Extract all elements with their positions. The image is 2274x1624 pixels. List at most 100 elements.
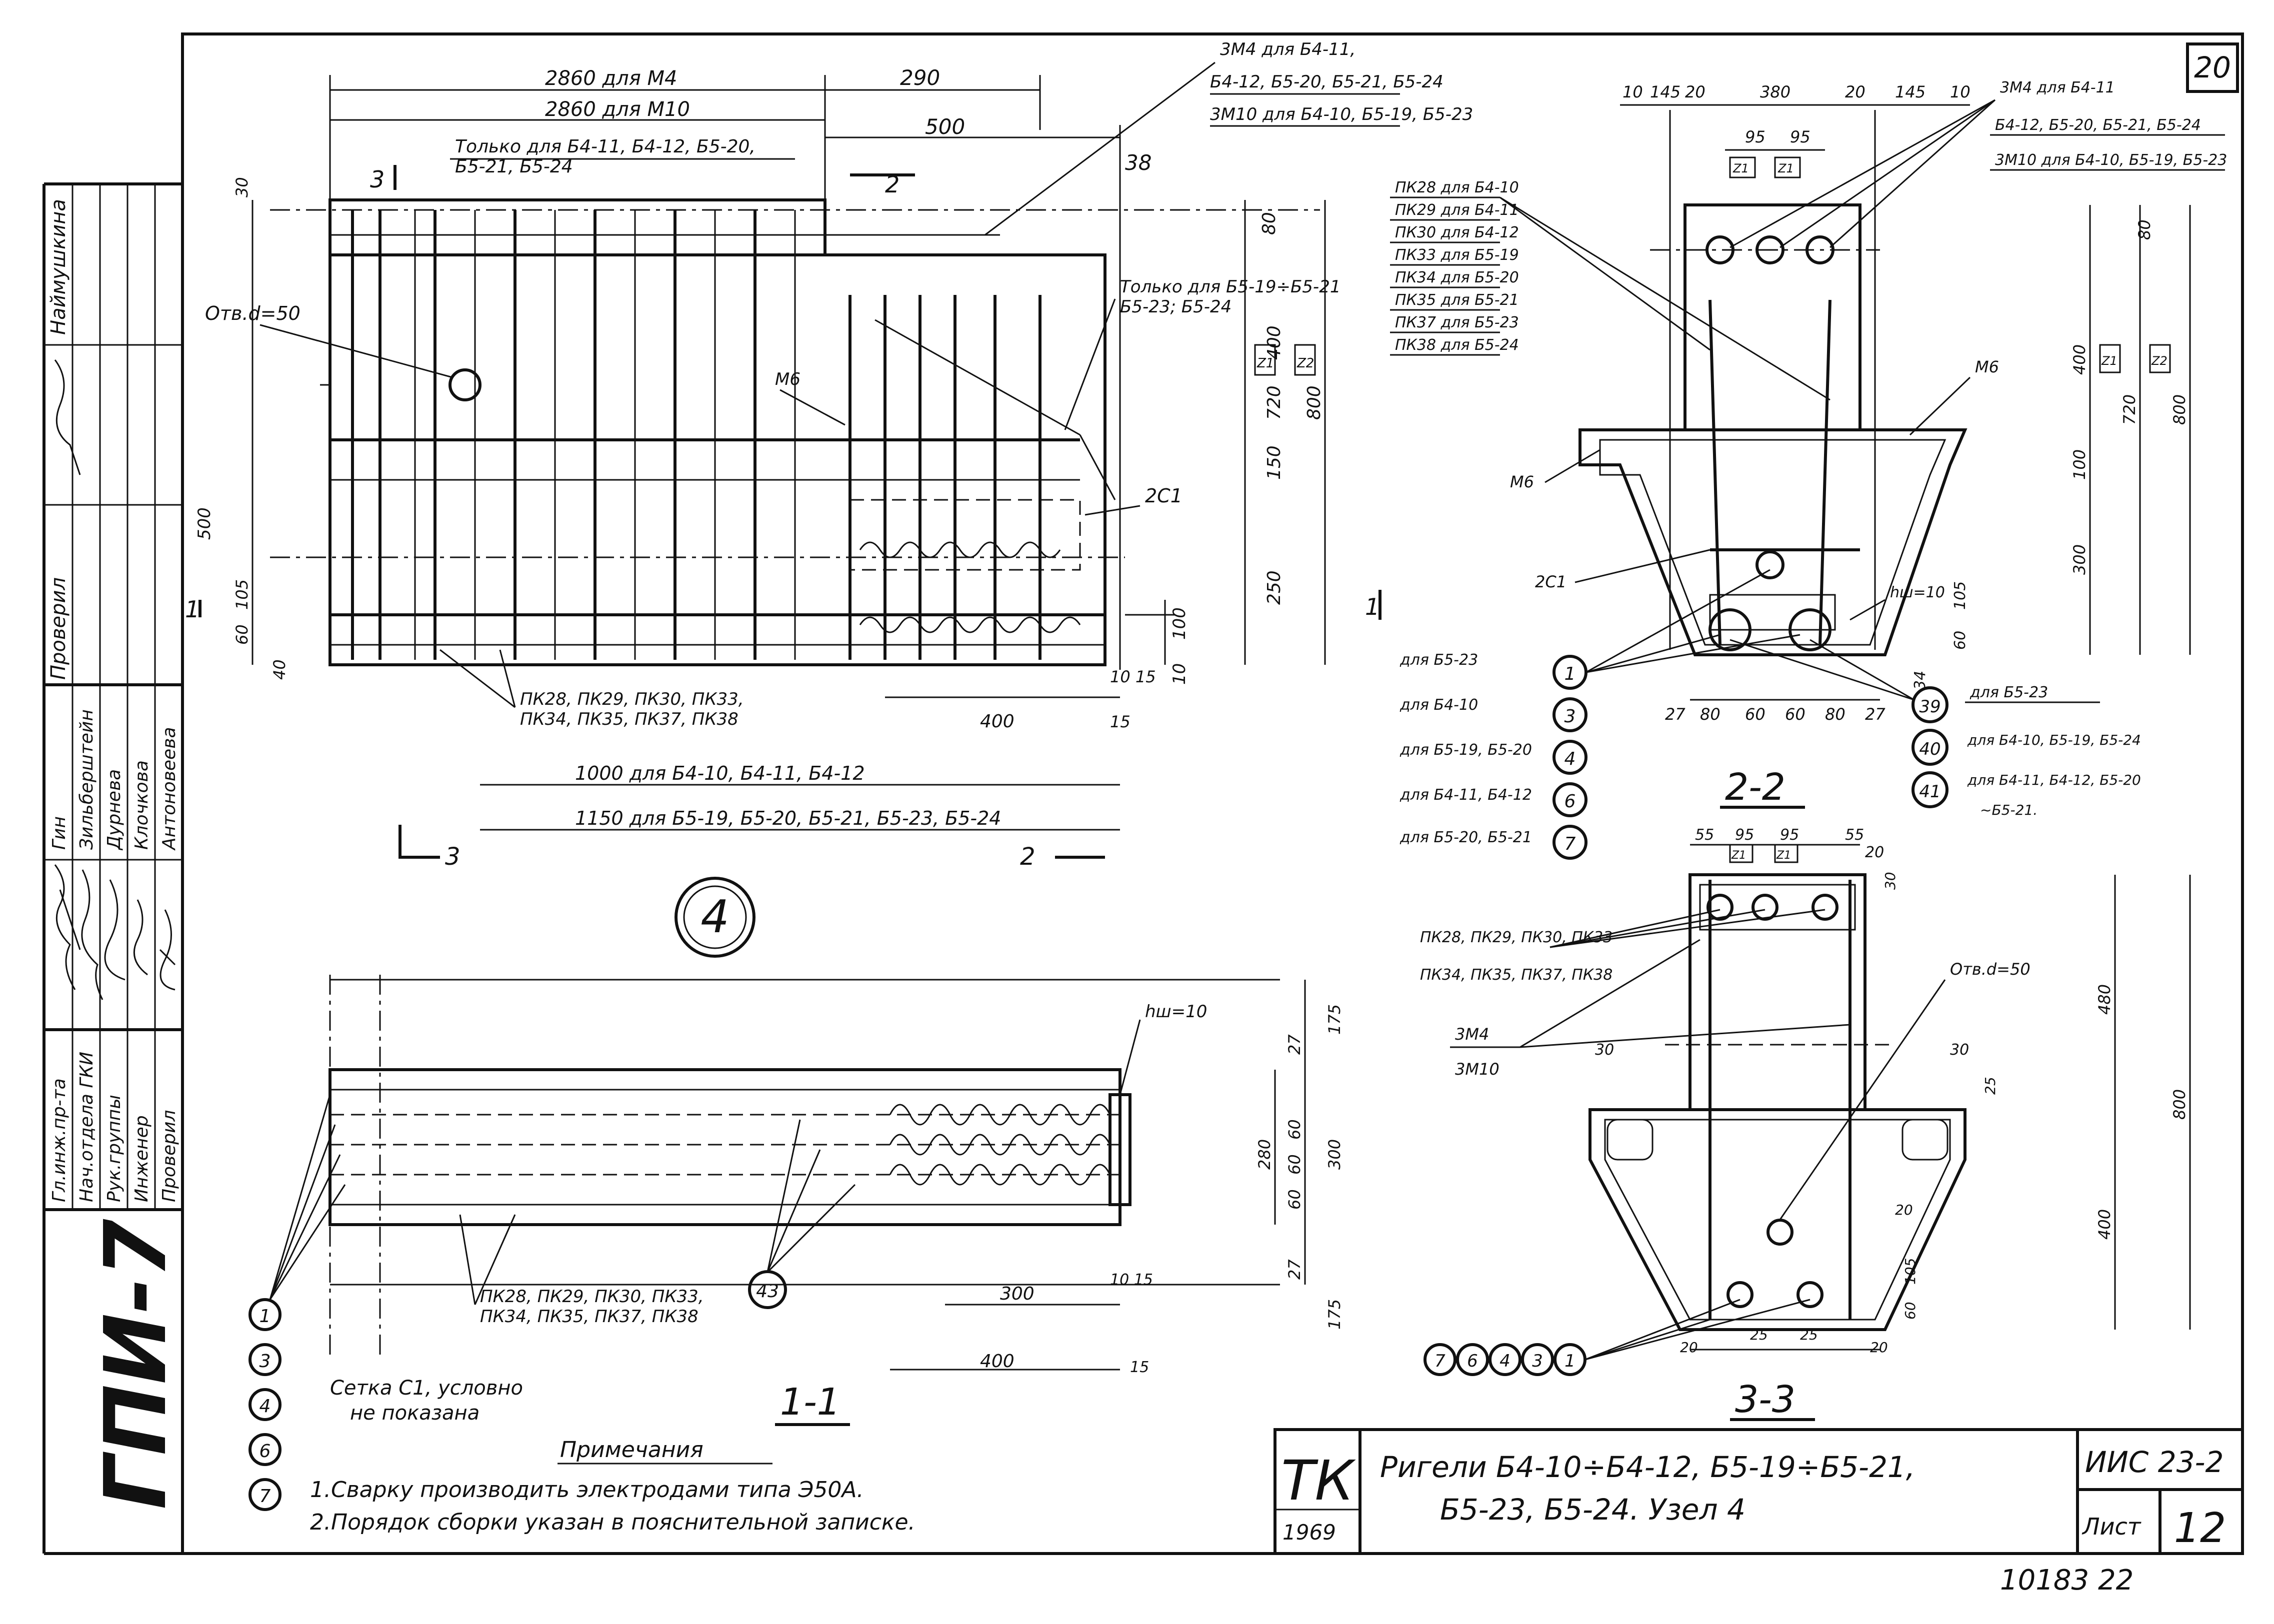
elev-dim-l2: 500 xyxy=(194,507,214,540)
s22-rd-1: 80 xyxy=(2135,219,2154,240)
notes-heading: Примечания xyxy=(560,1437,704,1463)
s22-95-1: 95 xyxy=(1745,127,1766,146)
dim-500: 500 xyxy=(925,114,965,139)
title-sheet-value: 12 xyxy=(2174,1505,2226,1552)
s11-hw: hш=10 xyxy=(1145,1002,1207,1022)
s22-pk-1: ПК28 для Б4-10 xyxy=(1395,179,1519,196)
title-sheet-label: Лист xyxy=(2082,1513,2142,1540)
s22-m6-right: М6 xyxy=(1975,357,1999,376)
stamp-name-5: Антоновеева xyxy=(159,727,180,851)
marker-z1: Z1 xyxy=(1256,356,1274,371)
s22-hw: hш=10 xyxy=(1890,584,1945,601)
stamp-top-name: Наймушкина xyxy=(47,199,70,335)
s33-rd-3: 400 xyxy=(2095,1209,2114,1240)
s22-rd-5: 100 xyxy=(2070,449,2089,480)
s22-rc-t4: ~Б5-21. xyxy=(1980,802,2038,818)
s22-rc-t3: для Б4-11, Б4-12, Б5-20 xyxy=(1967,772,2141,788)
elev-dim-10-15: 10 15 xyxy=(1110,667,1156,686)
s22-td-4: 380 xyxy=(1760,82,1790,101)
s22-left-callouts: для Б5-23 1 для Б4-10 3 для Б5-19, Б5-20… xyxy=(1400,569,1800,860)
elev-dim-r4: 800 xyxy=(1304,385,1324,420)
notes-item-2: 2.Порядок сборки указан в пояснительной … xyxy=(310,1510,916,1535)
s22-bd-5: 80 xyxy=(1825,705,1846,724)
s33-td-3: 95 xyxy=(1780,826,1799,844)
node-bubble: 4 xyxy=(674,877,756,958)
s22-pk-5: ПК34 для Б5-20 xyxy=(1395,269,1519,286)
s33-dim-30: 30 xyxy=(1882,872,1898,890)
s11-dim-6: 280 xyxy=(1255,1139,1274,1170)
title-line-1: Ригели Б4-10÷Б4-12, Б5-19÷Б5-21, xyxy=(1380,1450,1915,1484)
stamp-role-1: Гл.инж.пр-та xyxy=(49,1078,70,1202)
s33-dim-25: 25 xyxy=(1982,1077,1998,1095)
s11-dim-4: 60 xyxy=(1285,1189,1304,1210)
section-1-1-label: 1-1 xyxy=(780,1381,840,1424)
stamp-name-4: Клочкова xyxy=(132,760,152,850)
signature-3 xyxy=(104,879,126,981)
s11-dim-300: 300 xyxy=(1000,1284,1034,1304)
s22-lc-n2: 3 xyxy=(1564,706,1576,727)
s22-rd-2: 400 xyxy=(2070,344,2089,375)
s33-c4: 3 xyxy=(1532,1351,1543,1371)
s22-zm-1: 3М4 для Б4-11 xyxy=(2000,79,2115,96)
note-only-b4-2: Б5-21, Б5-24 xyxy=(455,156,573,177)
zm-label-2: Б4-12, Б5-20, Б5-21, Б5-24 xyxy=(1210,72,1444,92)
s33-rd-4: 105 xyxy=(1902,1258,1918,1285)
sheet-number-box: 20 xyxy=(2186,42,2239,93)
signature-5 xyxy=(159,909,176,991)
s11-lc-5: 7 xyxy=(260,1486,271,1507)
mesh-note-2: не показана xyxy=(350,1402,480,1425)
m6-label: М6 xyxy=(775,369,800,389)
s33-bd-4: 20 xyxy=(1870,1339,1888,1356)
dim-38: 38 xyxy=(1125,150,1152,175)
s22-rd-6: 300 xyxy=(2070,544,2089,575)
hole-circle xyxy=(448,368,482,401)
title-series: ИИС 23-2 xyxy=(2085,1445,2224,1479)
title-line-2: Б5-23, Б5-24. Узел 4 xyxy=(1440,1493,1746,1527)
section-2-2-view: 10 145 20 380 20 145 10 95 95 Z1 Z1 xyxy=(1390,79,2227,860)
s11-dim-400: 400 xyxy=(980,1351,1014,1372)
s22-rd-4: 800 xyxy=(2170,394,2189,425)
s22-pk-6: ПК35 для Б5-21 xyxy=(1395,291,1519,309)
elev-dim-r1: 80 xyxy=(1259,212,1280,235)
s22-right-callouts: 39 для Б5-23 40 для Б4-10, Б5-19, Б5-24 … xyxy=(1730,639,2141,818)
node-label: 4 xyxy=(700,891,729,943)
signature-1 xyxy=(54,864,81,990)
cut-2-top: 2 xyxy=(885,171,900,198)
elev-dim-r8: 10 xyxy=(1170,663,1190,685)
stamp-name-3: Дурнева xyxy=(104,769,124,851)
s33-td-1: 55 xyxy=(1695,826,1714,844)
s22-lc-n3: 4 xyxy=(1564,749,1576,769)
s22-td-7: 10 xyxy=(1950,82,1970,101)
s33-c5: 1 xyxy=(1564,1351,1576,1371)
notes: Примечания 1.Сварку производить электрод… xyxy=(310,1437,916,1535)
s33-c1: 7 xyxy=(1434,1351,1446,1371)
elev-pk-note-1: ПК28, ПК29, ПК30, ПК33, xyxy=(520,689,744,709)
s33-td-2: 95 xyxy=(1735,826,1754,844)
s22-c1: 2С1 xyxy=(1535,572,1566,591)
s22-pk-list: ПК28 для Б4-10 ПК29 для Б4-11 ПК30 для Б… xyxy=(1390,179,1519,356)
elev-dim-1000: 1000 для Б4-10, Б4-11, Б4-12 xyxy=(575,762,865,784)
note-only-b5-2: Б5-23; Б5-24 xyxy=(1120,297,1232,317)
note-only-b4: Только для Б4-11, Б4-12, Б5-20, xyxy=(455,136,756,157)
s22-bd-1: 27 xyxy=(1665,705,1686,724)
zm-label-3: 3М10 для Б4-10, Б5-19, Б5-23 xyxy=(1210,104,1473,124)
stirrups xyxy=(351,210,1042,660)
s11-dim-9: 175 xyxy=(1325,1299,1344,1330)
mesh-note-1: Сетка С1, условно xyxy=(330,1377,523,1400)
signature-4 xyxy=(133,899,148,976)
s11-lc-1: 1 xyxy=(260,1306,271,1327)
zm-label-1: 3М4 для Б4-11, xyxy=(1220,39,1356,59)
s22-z2: Z1 xyxy=(1778,161,1794,175)
s22-pk-3: ПК30 для Б4-12 xyxy=(1395,224,1519,241)
stamp-role-5: Проверил xyxy=(159,1110,180,1202)
s33-zm4: 3М4 xyxy=(1455,1025,1489,1044)
s33-rd-2: 800 xyxy=(2170,1089,2189,1120)
s22-zm-2: Б4-12, Б5-20, Б5-21, Б5-24 xyxy=(1995,116,2201,134)
s11-callout-43: 43 xyxy=(756,1281,779,1302)
s22-td-3: 20 xyxy=(1685,82,1706,101)
s22-lc-n1: 1 xyxy=(1564,664,1576,684)
elev-dim-l3: 105 xyxy=(232,579,252,610)
title-year: 1969 xyxy=(1282,1520,1336,1545)
s22-zm-3: 3М10 для Б4-10, Б5-19, Б5-23 xyxy=(1995,151,2227,169)
